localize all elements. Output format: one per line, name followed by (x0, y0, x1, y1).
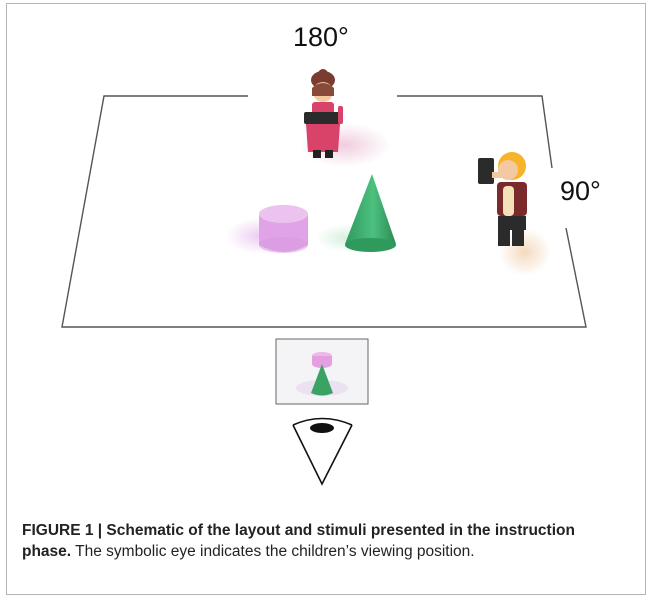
figure-caption: FIGURE 1 | Schematic of the layout and s… (22, 520, 622, 562)
caption-title: FIGURE 1 | Schematic of the layout and s… (22, 522, 575, 560)
photographer-figure (478, 152, 527, 246)
pink-cylinder (259, 205, 308, 253)
woman-figure (304, 69, 343, 158)
figure-frame (6, 3, 646, 595)
angle-90-label: 90° (560, 176, 601, 206)
table-outline (61, 95, 587, 328)
green-cone (345, 174, 396, 252)
caption-text: The symbolic eye indicates the children’… (71, 543, 475, 560)
angle-180-label: 180° (293, 22, 349, 52)
viewer-photo (275, 338, 369, 405)
eye-icon (292, 417, 353, 486)
